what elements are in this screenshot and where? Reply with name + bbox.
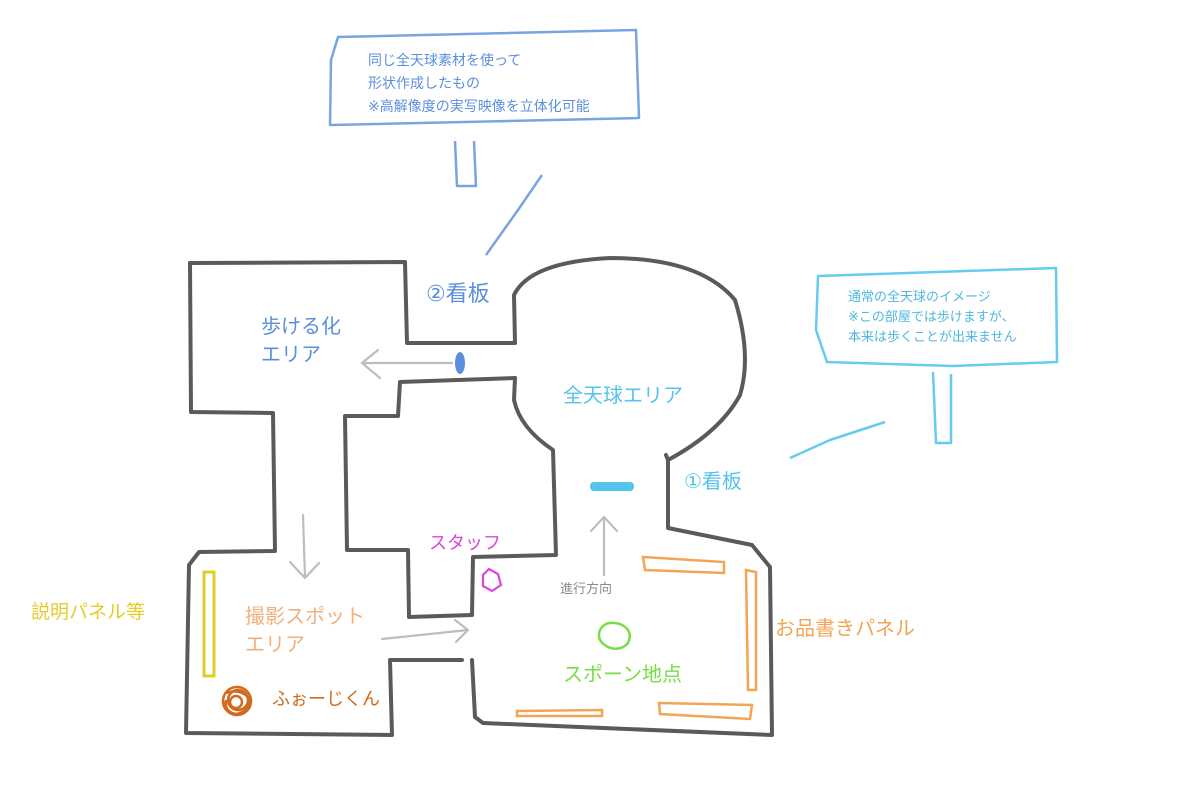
menu-panel-markers (515, 555, 758, 721)
sign1-marker (590, 482, 634, 491)
staff-marker (481, 567, 503, 593)
arrow-left-corridor (360, 348, 454, 380)
floor-plan-walls (184, 256, 774, 737)
sign2-marker (455, 352, 465, 374)
callout-right-text: 通常の全天球のイメージ ※この部屋では歩けますが、 本来は歩くことが出来ません (848, 290, 1017, 345)
sign2-label: ②看板 (426, 282, 490, 307)
callout-top-bubble (328, 28, 641, 256)
spawn-point-label: スポーン地点 (563, 662, 682, 686)
fouji-label: ふぉーじくん (272, 689, 380, 710)
callout-right-bubble (789, 266, 1059, 460)
arrow-right (380, 618, 470, 644)
arrow-down (288, 513, 321, 580)
fouji-marker (221, 685, 253, 717)
staff-label: スタッフ (429, 533, 501, 554)
callout-top-text: 同じ全天球素材を使って 形状作成したもの ※高解像度の実写映像を立体化可能 (368, 53, 590, 115)
direction-label: 進行方向 (560, 582, 613, 597)
arrow-up (589, 515, 619, 577)
walkable-area-label: 歩ける化 エリア (261, 314, 341, 366)
sign1-label: ①看板 (684, 469, 742, 493)
menu-panel-label: お品書きパネル (775, 616, 915, 640)
description-panel-marker (202, 570, 216, 678)
direction-arrows (288, 348, 619, 644)
sphere-area-label: 全天球エリア (563, 383, 683, 407)
description-panels-label: 説明パネル等 (31, 601, 146, 623)
spawn-point-marker (597, 621, 631, 651)
photo-spot-label: 撮影スポット エリア (245, 604, 365, 656)
